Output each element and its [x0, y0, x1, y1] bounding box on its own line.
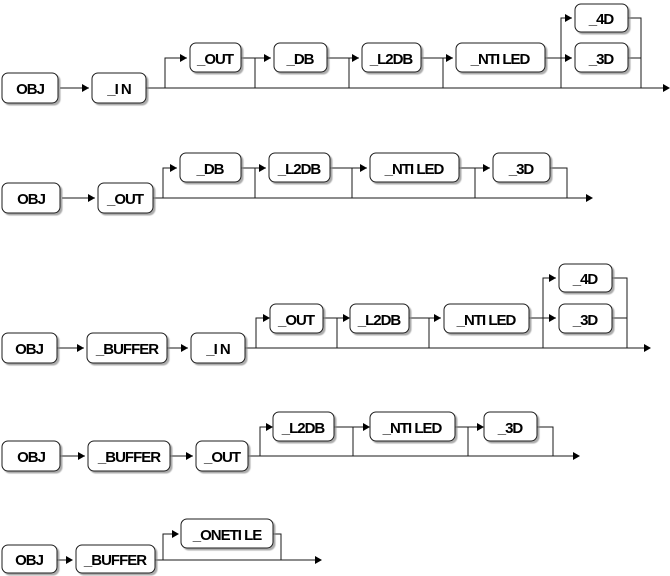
svg-text:_NTI LED: _NTI LED: [382, 420, 443, 437]
svg-text:_L2DB: _L2DB: [357, 312, 402, 329]
svg-text:_I N: _I N: [205, 341, 230, 358]
svg-text:_L2DB: _L2DB: [281, 420, 326, 437]
token-box: _BUFFER: [86, 332, 168, 364]
svg-text:_4D: _4D: [572, 271, 599, 288]
token-box: OBJ: [1, 182, 61, 214]
svg-text:_BUFFER: _BUFFER: [83, 552, 147, 569]
svg-text:_L2DB: _L2DB: [369, 51, 414, 68]
svg-text:_3D: _3D: [572, 312, 599, 329]
option-box: _3D: [483, 411, 538, 442]
svg-text:_NTI LED: _NTI LED: [384, 161, 445, 178]
token-box: OBJ: [1, 440, 61, 472]
token-box: OBJ: [1, 72, 59, 104]
token-box: _BUFFER: [75, 544, 156, 574]
svg-text:_OUT: _OUT: [196, 51, 234, 68]
option-box: _L2DB: [272, 411, 335, 442]
option-box: _L2DB: [268, 152, 331, 183]
option-box: _NTI LED: [369, 411, 456, 442]
option-box: _ONETI LE: [180, 518, 274, 549]
svg-text:_ONETI LE: _ONETI LE: [192, 527, 263, 544]
svg-text:OBJ: OBJ: [15, 341, 44, 358]
svg-text:_OUT: _OUT: [203, 449, 241, 466]
svg-text:OBJ: OBJ: [17, 191, 46, 208]
option-box: _3D: [492, 152, 551, 183]
option-box: _DB: [273, 42, 328, 73]
token-box: _OUT: [195, 440, 249, 472]
option-box: _DB: [179, 152, 242, 183]
token-box: _I N: [91, 72, 147, 104]
choice-box: _3D: [558, 303, 613, 334]
token-box: _OUT: [97, 182, 154, 214]
svg-text:_DB: _DB: [195, 161, 224, 178]
svg-text:_BUFFER: _BUFFER: [95, 341, 159, 358]
choice-box: _4D: [558, 263, 613, 293]
svg-text:_BUFFER: _BUFFER: [97, 449, 161, 466]
option-box: _NTI LED: [369, 152, 460, 183]
token-box: OBJ: [1, 332, 58, 364]
svg-text:_3D: _3D: [588, 51, 615, 68]
choice-box: _3D: [574, 42, 629, 73]
option-box: _OUT: [189, 42, 242, 73]
svg-text:OBJ: OBJ: [17, 449, 46, 466]
svg-text:_3D: _3D: [497, 420, 524, 437]
row-5: OBJ _BUFFER _ONETI LE: [1, 518, 322, 574]
svg-text:_I N: _I N: [106, 81, 131, 98]
row-2: OBJ _OUT _DB _L2DB _NTI LED _3D: [1, 152, 593, 214]
svg-text:_4D: _4D: [588, 11, 615, 28]
svg-text:_DB: _DB: [285, 51, 314, 68]
svg-text:_OUT: _OUT: [277, 312, 315, 329]
svg-text:_OUT: _OUT: [106, 191, 144, 208]
option-box: _NTI LED: [443, 303, 530, 334]
choice-box: _4D: [574, 3, 629, 33]
token-box: _I N: [190, 332, 246, 364]
option-box: _L2DB: [349, 303, 410, 334]
token-box: _BUFFER: [87, 440, 171, 472]
svg-text:OBJ: OBJ: [15, 552, 44, 569]
svg-text:_NTI LED: _NTI LED: [456, 312, 517, 329]
svg-text:_L2DB: _L2DB: [277, 161, 322, 178]
row-3: OBJ _BUFFER _I N _OUT _L2DB _NTI LED _4D…: [1, 263, 651, 364]
svg-text:OBJ: OBJ: [16, 81, 45, 98]
option-box: _L2DB: [361, 42, 422, 73]
option-box: _NTI LED: [455, 42, 546, 73]
token-box: OBJ: [1, 544, 58, 574]
option-box: _OUT: [269, 303, 324, 334]
svg-text:_NTI LED: _NTI LED: [470, 51, 531, 68]
svg-text:_3D: _3D: [508, 161, 535, 178]
row-1: OBJ _I N _OUT _DB _L2DB _NTI LED _4D _3D: [1, 3, 670, 104]
row-4: OBJ _BUFFER _OUT _L2DB _NTI LED _3D: [1, 411, 580, 472]
